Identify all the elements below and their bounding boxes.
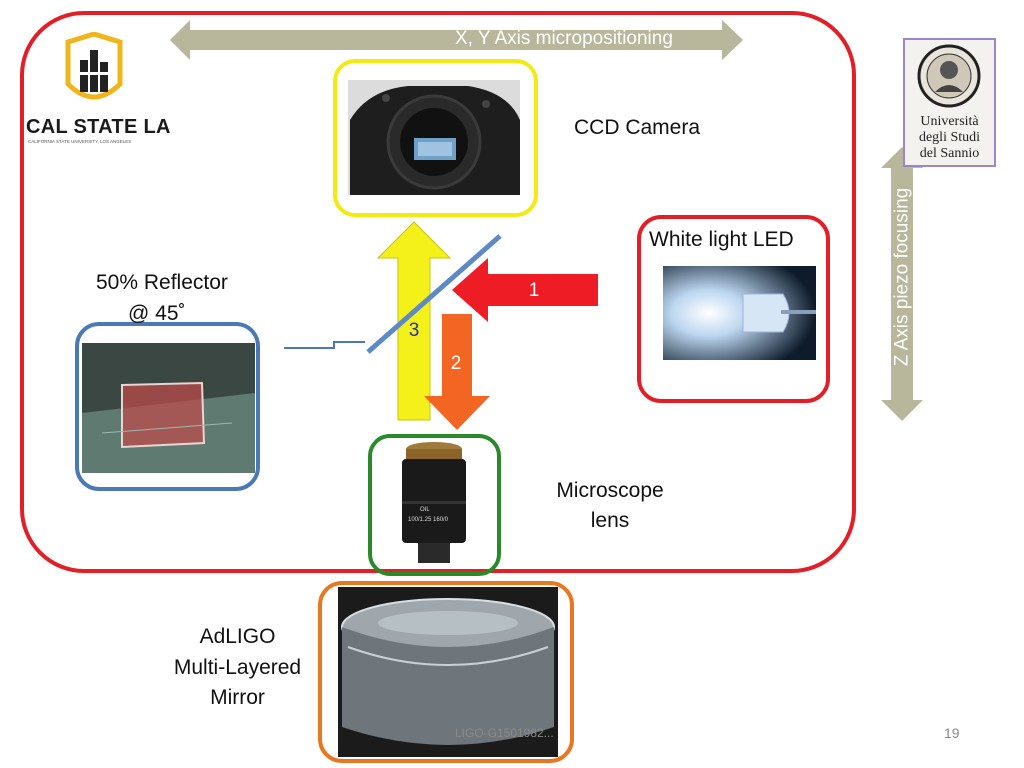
ccd-frame — [333, 59, 538, 217]
led-frame — [637, 215, 830, 403]
ccd-camera-icon — [348, 80, 520, 195]
z-arrow-label: Z Axis piezo focusing — [891, 187, 913, 367]
sannio-line-1: Università — [920, 114, 979, 129]
reflector-pointer — [284, 341, 365, 349]
reflector-glass-icon — [82, 343, 255, 473]
microscope-lens-icon — [402, 442, 466, 563]
reflector-label-line-1: 50% Reflector — [96, 271, 228, 294]
white-led-label: White light LED — [649, 228, 794, 251]
reflector-frame — [75, 322, 260, 491]
lens-frame — [368, 434, 501, 576]
cal-state-wordmark: CAL STATE LA — [26, 116, 171, 138]
lens-mag-marking: 100/1.25 160/0 — [408, 517, 449, 523]
reflector-photo — [82, 343, 255, 473]
reflector-line — [366, 234, 502, 354]
sannio-line-2: degli Studi — [918, 130, 981, 145]
microscope-label-line-2: lens — [590, 509, 630, 532]
lens-oil-marking: OIL — [420, 507, 430, 513]
mirror-label-line-1: AdLIGO — [199, 625, 276, 648]
main-frame — [20, 11, 856, 573]
z-double-arrow — [881, 147, 923, 421]
beam-1-label: 1 — [528, 280, 540, 301]
sannio-line-3: del Sannio — [919, 146, 980, 161]
cal-state-subtitle: CALIFORNIA STATE UNIVERSITY, LOS ANGELES — [28, 139, 132, 144]
led-glow-icon — [663, 266, 816, 360]
beam-3-label: 3 — [408, 320, 420, 341]
mirror-photo — [338, 587, 558, 757]
microscope-label-line-1: Microscope — [556, 479, 664, 502]
microscope-lens-photo: OIL 100/1.25 160/0 — [384, 441, 484, 567]
sannio-seal-icon — [917, 44, 981, 108]
xy-arrow-label: X, Y Axis micropositioning — [455, 28, 673, 49]
ccd-camera-photo — [348, 80, 520, 195]
mirror-frame — [318, 581, 574, 763]
beam-3-arrow — [376, 221, 452, 421]
mirror-label-line-2: Multi-Layered — [173, 656, 302, 679]
led-photo — [663, 266, 816, 360]
document-id: LIGO-G1501982... — [455, 726, 554, 740]
ccd-camera-label: CCD Camera — [574, 116, 701, 139]
sannio-logo: Università degli Studi del Sannio — [903, 38, 996, 167]
xy-double-arrow — [170, 20, 743, 60]
beam-2-arrow — [424, 314, 490, 430]
beam-1-arrow — [452, 258, 598, 322]
cal-state-la-logo: CAL STATE LA CALIFORNIA STATE UNIVERSITY… — [26, 32, 176, 150]
page-number: 19 — [944, 725, 960, 741]
mirror-label-line-3: Mirror — [210, 686, 265, 709]
mirror-optic-icon — [338, 587, 558, 757]
reflector-label-line-2: @ 45˚ — [128, 302, 186, 325]
cal-state-shield-icon — [65, 32, 123, 100]
beam-2-label: 2 — [450, 353, 462, 374]
